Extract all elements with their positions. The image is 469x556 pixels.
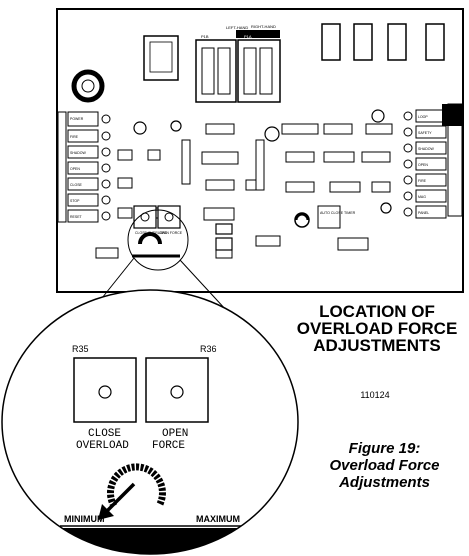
relays bbox=[321, 23, 445, 61]
drawing-code: 110124 bbox=[360, 390, 390, 400]
ic-chips bbox=[95, 123, 393, 259]
close-overload-knob bbox=[98, 385, 112, 399]
board-overload-label: OPEN FORCE bbox=[159, 231, 183, 235]
close-label: CLOSE bbox=[88, 428, 121, 440]
open-force-knob bbox=[170, 385, 184, 399]
right-terminal-label: LOOP bbox=[418, 115, 428, 119]
overload-label: OVERLOAD bbox=[76, 440, 129, 452]
capacitors bbox=[133, 109, 392, 251]
figure-caption-line-3: Adjustments bbox=[339, 474, 430, 491]
right-terminal-label: PANEL bbox=[418, 211, 429, 215]
force-label: FORCE bbox=[152, 440, 185, 452]
right-terminal-label: SAFETY bbox=[418, 131, 432, 135]
left-motor-connector: LEFT-HAND P1B bbox=[195, 25, 248, 103]
left-terminal-label: STOP bbox=[70, 199, 80, 203]
right-terminal-label: FIRE bbox=[418, 179, 427, 183]
adjustment-arrow-icon bbox=[102, 482, 136, 516]
left-terminal-strip bbox=[57, 111, 111, 223]
caption-title: LOCATION OF OVERLOAD FORCE ADJUSTMENTS bbox=[292, 303, 462, 354]
left-terminal-label: FIRE bbox=[70, 135, 79, 139]
adjustment-arc bbox=[107, 463, 166, 508]
figure-caption-line-2: Overload Force bbox=[329, 457, 440, 474]
caption-title-line-2: OVERLOAD FORCE bbox=[296, 319, 458, 338]
dip-switch bbox=[337, 237, 369, 251]
r36-label: R36 bbox=[200, 344, 217, 354]
right-motor-pin: P1A bbox=[244, 34, 252, 39]
auto-close-timer-pot: AUTO CLOSE TIMER bbox=[294, 205, 356, 229]
caption-title-line-1: LOCATION OF bbox=[319, 302, 435, 321]
open-label: OPEN bbox=[162, 428, 188, 440]
left-terminal-label: POWER bbox=[70, 117, 84, 121]
r35-label: R35 bbox=[72, 344, 89, 354]
board-detail-ring bbox=[127, 209, 189, 271]
left-terminal-label: OPEN bbox=[70, 167, 80, 171]
minimum-label: MINIMUM bbox=[64, 514, 105, 524]
right-terminal-label: MAG bbox=[418, 195, 426, 199]
caption-title-line-3: ADJUSTMENTS bbox=[313, 336, 441, 355]
left-terminal-label: CLOSE bbox=[70, 183, 83, 187]
right-motor-connector: RIGHT-HAND P1A bbox=[236, 24, 281, 103]
auto-close-label: AUTO CLOSE TIMER bbox=[320, 211, 356, 215]
right-motor-label: RIGHT-HAND bbox=[251, 24, 276, 29]
left-terminal-label: SHADOW bbox=[70, 151, 86, 155]
figure-caption: Figure 19: Overload Force Adjustments bbox=[300, 440, 469, 491]
figure-caption-line-1: Figure 19: bbox=[348, 440, 421, 457]
right-terminal-label: SHADOW bbox=[418, 147, 434, 151]
left-motor-label: LEFT-HAND bbox=[226, 25, 248, 30]
board-overload-label: CLOSE OVERLOAD bbox=[135, 231, 168, 235]
right-terminal-strip bbox=[403, 103, 463, 219]
left-motor-pin: P1B bbox=[201, 34, 209, 39]
left-terminal-label: RESET bbox=[70, 215, 83, 219]
detail-magnifier: R35 R36 CLOSE OVERLOAD OPEN FORCE MINIMU… bbox=[1, 289, 299, 555]
circuit-board: LEFT-HAND P1B RIGHT-HAND P1A bbox=[56, 8, 464, 293]
maximum-label: MAXIMUM bbox=[196, 514, 240, 524]
right-terminal-label: OPEN bbox=[418, 163, 428, 167]
